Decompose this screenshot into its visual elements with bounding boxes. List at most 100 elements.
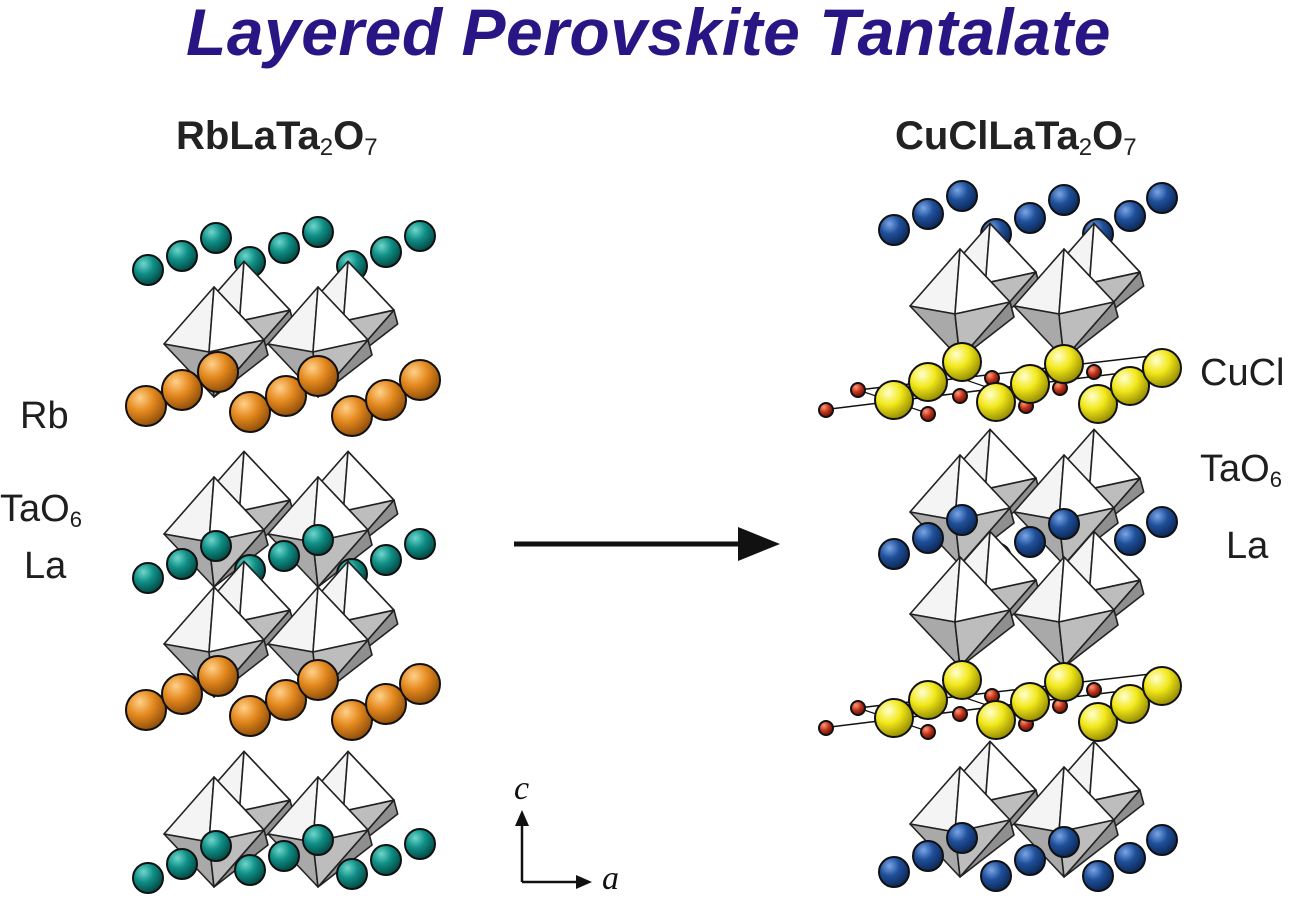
label-tao6-right-sub: 6 bbox=[1269, 467, 1282, 492]
rb-atom bbox=[365, 379, 407, 421]
la-atom bbox=[370, 236, 402, 268]
cucl-bond-line bbox=[821, 371, 1131, 411]
label-tao6-left: TaO6 bbox=[0, 488, 82, 533]
la-row-top-right bbox=[878, 180, 1178, 250]
la-atom bbox=[370, 844, 402, 876]
left-formula-sub2: 7 bbox=[364, 134, 378, 161]
la-atom bbox=[132, 254, 164, 286]
la-atom bbox=[1014, 202, 1046, 234]
right-formula-o: O bbox=[1092, 114, 1124, 158]
left-formula-o: O bbox=[333, 114, 365, 158]
rb-atom bbox=[297, 659, 339, 701]
label-tao6-left-text: TaO bbox=[0, 488, 70, 530]
la-atom bbox=[912, 840, 944, 872]
octahedron-face-lower-left bbox=[1013, 613, 1065, 668]
la-atom bbox=[878, 538, 910, 570]
reaction-arrow bbox=[514, 527, 780, 561]
cu-atom bbox=[1142, 348, 1182, 388]
label-rb: Rb bbox=[20, 395, 69, 437]
label-tao6-left-sub: 6 bbox=[69, 507, 82, 532]
cu-atom bbox=[942, 660, 982, 700]
rb-atom bbox=[197, 655, 239, 697]
la-atom bbox=[1114, 842, 1146, 874]
cl-atom bbox=[952, 706, 968, 722]
la-atom bbox=[302, 524, 334, 556]
octahedron-face-upper-left bbox=[163, 776, 215, 843]
label-tao6-right-text: TaO bbox=[1200, 448, 1270, 490]
octahedron-face-lower-side bbox=[1063, 609, 1119, 668]
la-atom bbox=[1146, 182, 1178, 214]
cu-atom bbox=[976, 382, 1016, 422]
axis-label-a: a bbox=[602, 860, 619, 897]
cl-atom bbox=[920, 406, 936, 422]
la-atom bbox=[336, 858, 368, 890]
cl-atom bbox=[818, 720, 834, 736]
cu-atom bbox=[1010, 364, 1050, 404]
axis-indicator bbox=[515, 810, 592, 889]
la-atom bbox=[1114, 524, 1146, 556]
la-atom bbox=[200, 530, 232, 562]
la-atom bbox=[200, 222, 232, 254]
left-formula: RbLaTa2O7 bbox=[176, 114, 378, 162]
cu-atom bbox=[942, 342, 982, 382]
cu-atom bbox=[908, 362, 948, 402]
cl-atom bbox=[850, 382, 866, 398]
la-row-bottom bbox=[132, 824, 436, 894]
cu-atom bbox=[1142, 666, 1182, 706]
rb-atom bbox=[331, 699, 373, 741]
cu-atom bbox=[874, 698, 914, 738]
la-atom bbox=[404, 220, 436, 252]
rb-atom bbox=[399, 359, 441, 401]
rb-atom bbox=[161, 369, 203, 411]
cucl-layer-2 bbox=[818, 660, 1182, 742]
rb-atom bbox=[161, 673, 203, 715]
cu-atom bbox=[976, 700, 1016, 740]
la-atom bbox=[268, 232, 300, 264]
la-atom bbox=[404, 528, 436, 560]
octahedron-face-upper-left bbox=[163, 286, 215, 353]
right-formula-sub1: 2 bbox=[1078, 134, 1093, 161]
la-atom bbox=[1114, 200, 1146, 232]
la-atom bbox=[302, 824, 334, 856]
octahedron-face-lower-side bbox=[1063, 819, 1119, 878]
rb-atom bbox=[297, 355, 339, 397]
la-atom bbox=[234, 854, 266, 886]
la-atom bbox=[878, 214, 910, 246]
la-atom bbox=[268, 840, 300, 872]
octahedron-front-right bbox=[1013, 556, 1119, 668]
la-atom bbox=[946, 504, 978, 536]
right-formula-sub2: 7 bbox=[1123, 134, 1137, 161]
octahedron-face-lower-side bbox=[959, 609, 1015, 668]
octahedron-face-lower-side bbox=[959, 819, 1015, 878]
la-atom bbox=[946, 180, 978, 212]
la-atom bbox=[1082, 860, 1114, 892]
cl-atom bbox=[920, 724, 936, 740]
cu-atom bbox=[1110, 366, 1150, 406]
cucl-layer-1 bbox=[818, 342, 1182, 424]
label-la-left: La bbox=[24, 545, 67, 587]
tao6-layer-1-right bbox=[909, 222, 1145, 360]
cu-atom bbox=[908, 680, 948, 720]
left-structure bbox=[125, 216, 441, 894]
octahedron-face-upper-left bbox=[163, 586, 215, 653]
rb-atom bbox=[365, 683, 407, 725]
left-formula-sub1: 2 bbox=[319, 134, 334, 161]
cl-atom bbox=[1086, 682, 1102, 698]
right-formula-main: CuClLaTa bbox=[895, 114, 1079, 158]
axis-label-c: c bbox=[514, 770, 530, 807]
octahedron-face-lower-side bbox=[959, 301, 1015, 360]
cl-atom bbox=[1086, 364, 1102, 380]
la-atom bbox=[946, 822, 978, 854]
rb-atom bbox=[197, 351, 239, 393]
la-atom bbox=[912, 522, 944, 554]
la-atom bbox=[878, 856, 910, 888]
octahedron-face-upper-left bbox=[163, 476, 215, 543]
cl-atom bbox=[818, 402, 834, 418]
cucl-bond-line bbox=[821, 689, 1131, 729]
cu-atom bbox=[874, 380, 914, 420]
right-structure bbox=[818, 180, 1182, 892]
la-atom bbox=[1146, 824, 1178, 856]
cu-atom bbox=[1044, 662, 1084, 702]
page-title: Layered Perovskite Tantalate bbox=[186, 0, 1111, 69]
